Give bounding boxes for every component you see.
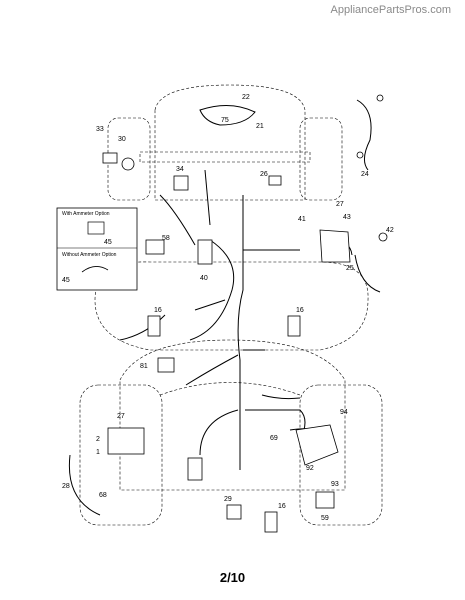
callout: 41	[298, 216, 306, 223]
callout: 16	[154, 307, 162, 314]
part-81	[157, 357, 175, 373]
callout: 22	[242, 94, 250, 101]
callout: 25	[346, 265, 354, 272]
key-switch-30	[121, 157, 135, 171]
callout: 30	[118, 136, 126, 143]
part-59	[315, 491, 335, 509]
callout: 59	[321, 515, 329, 522]
watermark: AppliancePartsPros.com	[330, 4, 451, 16]
callout: 40	[200, 275, 208, 282]
callout: 1	[96, 449, 100, 456]
callout: 75	[221, 117, 229, 124]
callout: 94	[340, 409, 348, 416]
ammeter-option-inset: With Ammeter Option 45 Without Ammeter O…	[56, 207, 138, 291]
switch-29	[226, 504, 242, 520]
callout: 24	[361, 171, 369, 178]
callout: 2	[96, 436, 100, 443]
callout: 27	[336, 201, 344, 208]
callout: 42	[386, 227, 394, 234]
callout: 69	[270, 435, 278, 442]
callout: 68	[99, 492, 107, 499]
callout: 26	[260, 171, 268, 178]
switch-16-right	[287, 315, 301, 337]
callout: 21	[256, 123, 264, 130]
relay-34	[173, 175, 189, 191]
callout: 29	[224, 496, 232, 503]
battery	[107, 427, 145, 455]
callout: 27	[117, 413, 125, 420]
inset-with-part: 45	[104, 239, 112, 246]
harness-plug	[187, 457, 203, 481]
switch-33	[102, 152, 118, 164]
callout: 92	[306, 465, 314, 472]
inset-with-ammeter-label: With Ammeter Option	[62, 211, 110, 217]
cable-24-end-b	[356, 151, 364, 159]
callout: 93	[331, 481, 339, 488]
switch-16-bottom	[264, 511, 278, 533]
solenoid-43	[319, 229, 351, 263]
callout: 28	[62, 483, 70, 490]
callout-labels: 22 75 21 33 30 24 34 26 27 41 43 42 58 4…	[62, 94, 394, 522]
harness-connector	[197, 239, 213, 265]
callout: 34	[176, 166, 184, 173]
cable-24-end-a	[376, 94, 384, 102]
part-58	[145, 239, 165, 255]
components	[102, 94, 388, 533]
callout: 58	[162, 235, 170, 242]
callout: 33	[96, 126, 104, 133]
part-26	[268, 175, 282, 186]
part-94	[295, 424, 339, 466]
part-42	[378, 232, 388, 242]
callout: 16	[296, 307, 304, 314]
tractor-outline	[79, 84, 383, 526]
switch-16-left	[147, 315, 161, 337]
callout: 43	[343, 214, 351, 221]
inset-without-ammeter-label: Without Ammeter Option	[62, 252, 117, 258]
inset-without-part: 45	[62, 277, 70, 284]
page-number: 2/10	[219, 570, 246, 585]
callout: 16	[278, 503, 286, 510]
callout: 81	[140, 363, 148, 370]
